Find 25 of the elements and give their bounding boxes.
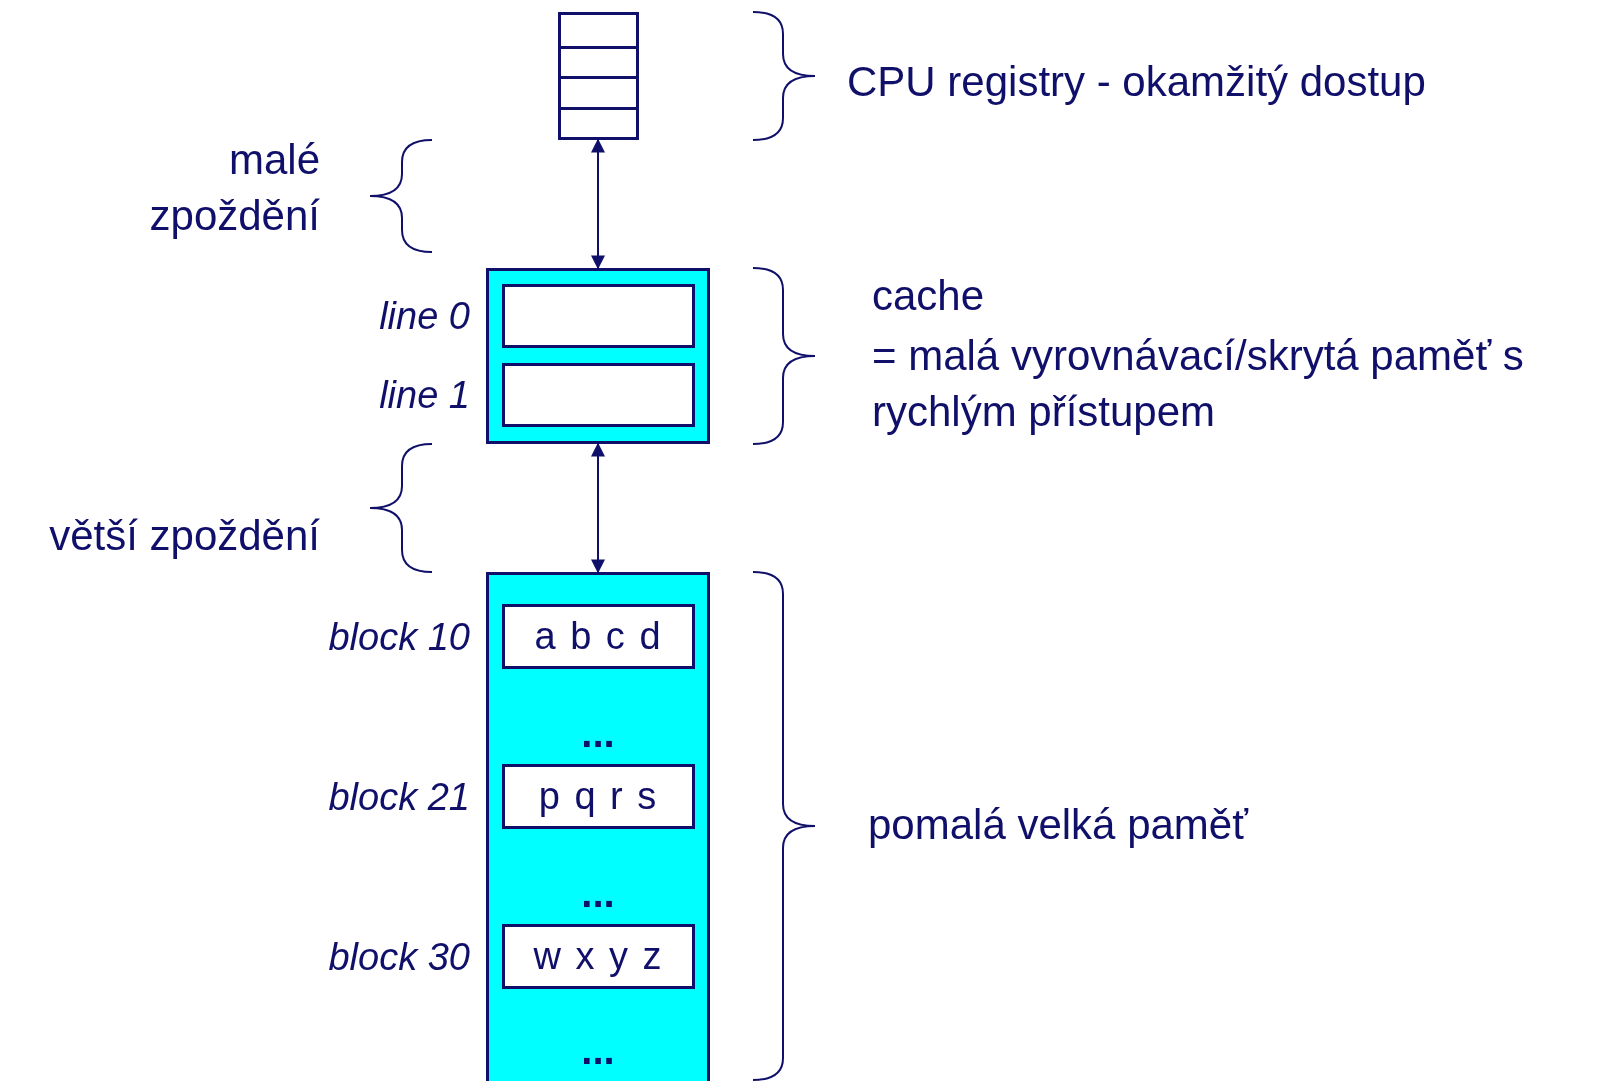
register-stack (558, 12, 639, 140)
row-label: line 0 (379, 294, 470, 338)
annotation: cache (872, 271, 986, 321)
block-text: p q r s (538, 775, 659, 818)
data-block (502, 764, 695, 829)
row-label: block 21 (328, 775, 470, 818)
annotation: malé zpoždění (148, 135, 320, 241)
memory-block (486, 572, 710, 1081)
arrow (591, 442, 605, 574)
row-label: block 10 (328, 615, 470, 658)
annotation: CPU registry - okamžitý dostup (847, 57, 1427, 107)
row-label: line 1 (379, 373, 470, 417)
ellipsis: ... (581, 870, 615, 916)
memory-block (486, 268, 710, 444)
block-text: w x y z (533, 935, 664, 978)
ellipsis: ... (581, 710, 615, 756)
data-block (502, 924, 695, 989)
data-block (502, 604, 695, 669)
annotation: pomalá velká paměť (868, 800, 1250, 850)
block-text: a b c d (534, 615, 663, 658)
arrow (591, 138, 605, 270)
annotation: = malá vyrovnávací/skrytá paměť s rychlým přístupem (872, 331, 1525, 437)
annotation: větší zpoždění (48, 511, 320, 561)
row-label: block 30 (328, 935, 470, 978)
ellipsis: ... (581, 1027, 615, 1073)
